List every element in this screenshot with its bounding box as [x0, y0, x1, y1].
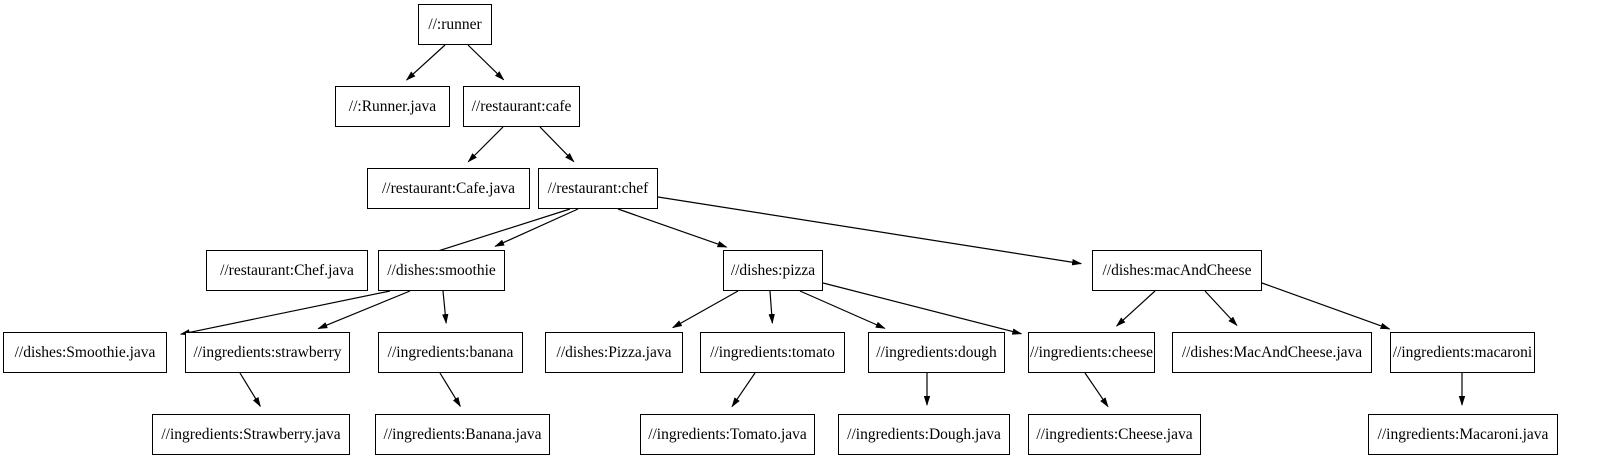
- graph-node-label: //restaurant:cafe: [471, 97, 572, 115]
- graph-node-label: //:Runner.java: [348, 97, 437, 115]
- graph-node-ing_banana[interactable]: //ingredients:banana: [378, 332, 523, 373]
- graph-node-ing_macaroni[interactable]: //ingredients:macaroni: [1390, 332, 1535, 373]
- graph-node-label: //ingredients:Tomato.java: [648, 425, 807, 443]
- graph-node-label: //ingredients:cheese: [1029, 343, 1154, 361]
- graph-node-pizza_java[interactable]: //dishes:Pizza.java: [545, 332, 683, 373]
- graph-node-tomato_java[interactable]: //ingredients:Tomato.java: [640, 414, 815, 455]
- graph-node-label: //ingredients:Dough.java: [847, 425, 1001, 443]
- graph-edge-restaurant_cafe-to-restaurant_chef: [539, 126, 575, 163]
- graph-node-label: //dishes:pizza: [730, 261, 816, 279]
- graph-node-label: //ingredients:tomato: [710, 343, 835, 361]
- graph-edge-runner-to-restaurant_cafe: [467, 44, 505, 81]
- graph-node-label: //dishes:MacAndCheese.java: [1181, 343, 1363, 361]
- graph-node-cafe_java[interactable]: //restaurant:Cafe.java: [367, 168, 530, 209]
- graph-edge-restaurant_chef-to-dishes_smoothie: [494, 208, 579, 247]
- graph-node-restaurant_chef[interactable]: //restaurant:chef: [538, 168, 658, 209]
- graph-node-label: //ingredients:dough: [876, 343, 997, 361]
- graph-edge-dishes_smoothie-to-ing_strawberry: [317, 290, 411, 330]
- graph-edge-dishes_mac-to-ing_cheese: [1115, 290, 1156, 327]
- graph-node-restaurant_cafe[interactable]: //restaurant:cafe: [463, 86, 580, 127]
- graph-edge-restaurant_chef-to-dishes_pizza: [617, 208, 728, 248]
- graph-node-dough_java[interactable]: //ingredients:Dough.java: [838, 414, 1010, 455]
- graph-edge-ing_tomato-to-tomato_java: [731, 372, 756, 408]
- graph-edge-runner-to-runner_java: [405, 44, 446, 81]
- graph-node-ing_strawberry[interactable]: //ingredients:strawberry: [185, 332, 350, 373]
- graph-node-ing_tomato[interactable]: //ingredients:tomato: [700, 332, 845, 373]
- graph-edge-ing_banana-to-banana_java: [439, 372, 461, 408]
- graph-node-macaroni_java[interactable]: //ingredients:Macaroni.java: [1368, 414, 1558, 455]
- graph-node-ing_cheese[interactable]: //ingredients:cheese: [1028, 332, 1155, 373]
- graph-node-mac_java[interactable]: //dishes:MacAndCheese.java: [1172, 332, 1372, 373]
- graph-node-ing_dough[interactable]: //ingredients:dough: [868, 332, 1005, 373]
- graph-edge-dishes_smoothie-to-smoothie_java: [179, 290, 391, 336]
- graph-edge-ing_cheese-to-cheese_java: [1084, 372, 1109, 408]
- graph-node-label: //dishes:Smoothie.java: [14, 343, 156, 361]
- graph-node-label: //ingredients:banana: [387, 343, 514, 361]
- graph-node-chef_java[interactable]: //restaurant:Chef.java: [206, 250, 368, 291]
- graph-node-label: //restaurant:Chef.java: [220, 261, 354, 279]
- graph-node-cheese_java[interactable]: //ingredients:Cheese.java: [1028, 414, 1201, 455]
- graph-edge-dishes_mac-to-mac_java: [1204, 290, 1238, 327]
- graph-edge-restaurant_cafe-to-cafe_java: [467, 126, 504, 163]
- graph-node-dishes_smoothie[interactable]: //dishes:smoothie: [378, 250, 505, 291]
- graph-node-label: //ingredients:Strawberry.java: [161, 425, 341, 443]
- graph-node-dishes_pizza[interactable]: //dishes:pizza: [723, 250, 823, 291]
- graph-edge-dishes_pizza-to-ing_dough: [799, 290, 886, 329]
- graph-edge-ing_strawberry-to-strawberry_java: [239, 372, 261, 408]
- graph-node-label: //dishes:Pizza.java: [556, 343, 672, 361]
- graph-edge-dishes_mac-to-ing_macaroni: [1261, 282, 1391, 330]
- graph-node-label: //ingredients:strawberry: [193, 343, 342, 361]
- graph-edge-restaurant_chef-to-dishes_mac: [657, 196, 1083, 266]
- graph-node-label: //restaurant:chef: [547, 179, 649, 197]
- graph-node-label: //ingredients:Macaroni.java: [1377, 425, 1549, 443]
- graph-node-strawberry_java[interactable]: //ingredients:Strawberry.java: [152, 414, 350, 455]
- graph-node-dishes_mac[interactable]: //dishes:macAndCheese: [1092, 250, 1262, 291]
- graph-node-label: //dishes:smoothie: [387, 261, 496, 279]
- graph-node-label: //dishes:macAndCheese: [1102, 261, 1252, 279]
- graph-node-label: //ingredients:Cheese.java: [1036, 425, 1193, 443]
- graph-node-runner_java[interactable]: //:Runner.java: [335, 86, 450, 127]
- graph-node-smoothie_java[interactable]: //dishes:Smoothie.java: [3, 332, 167, 373]
- graph-edge-dishes_pizza-to-ing_cheese: [822, 282, 1023, 335]
- graph-edge-dishes_pizza-to-ing_tomato: [768, 290, 775, 325]
- graph-node-label: //ingredients:macaroni: [1392, 343, 1533, 361]
- graph-node-label: //:runner: [428, 15, 482, 33]
- graph-node-runner[interactable]: //:runner: [418, 4, 492, 45]
- graph-node-label: //restaurant:Cafe.java: [382, 179, 515, 197]
- graph-edge-dishes_pizza-to-pizza_java: [671, 290, 739, 329]
- graph-edge-dishes_smoothie-to-ing_banana: [442, 290, 449, 325]
- graph-node-label: //ingredients:Banana.java: [383, 425, 542, 443]
- graph-node-banana_java[interactable]: //ingredients:Banana.java: [375, 414, 550, 455]
